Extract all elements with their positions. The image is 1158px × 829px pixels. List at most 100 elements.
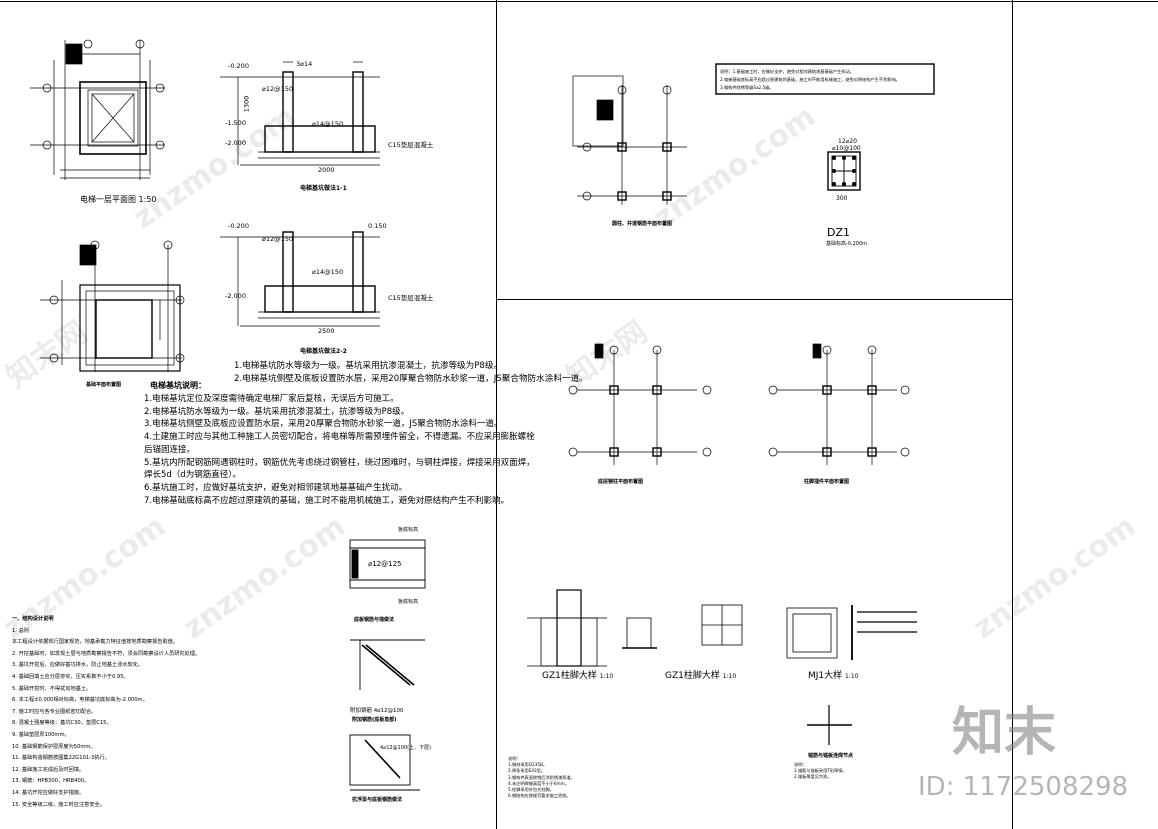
rebar-12-150-a: ⌀12@150 [262,85,294,93]
anchor-notes: 说明： 1.锚筋与锚板采用T形焊接。 2.锚板厚度见大样。 [794,762,847,781]
general-note-11: 10. 基础钢筋保护层厚度为50mm。 [12,743,96,750]
pit-notes-heading: 电梯基坑说明： [150,381,206,390]
elev-m0200-b: -0.200 [228,222,249,230]
elevator-plan-1f [30,39,165,180]
c15-a: C15垫层混凝土 [388,141,434,149]
bottom-label-a: 板底标高 [398,527,419,533]
detail-slab [349,539,426,589]
elev-m2000-a: -2.000 [225,139,246,147]
general-note-13: 12. 基础施工完成后及时回填。 [12,766,85,773]
top-embed-plan-title: 柱脚埋件平面布置图 [804,479,850,485]
pit-note-3: 3.电梯基坑侧壁及底板应设置防水层，采用20厚聚合物防水砂浆一道，JS聚合物防水… [144,419,503,430]
bottom-note-1: 1.钢材采用Q235B。 [508,762,548,768]
mj1-scale: 1:10 [845,673,859,680]
pit-note-1: 1.电梯基坑定位及深度需待确定电梯厂家后复核，无误后方可施工。 [144,394,399,404]
top-embed-plan [768,343,910,465]
anchor-note-2: 2.锚板厚度见大样。 [794,774,832,780]
gz1-b-label: GZ1柱脚大样 [665,671,720,681]
frame-divider-v2 [1012,0,1013,829]
gz1-b-title: GZ1柱脚大样 1:10 [665,668,736,681]
foundation-plan [40,240,185,372]
dz1-stirrup: ⌀10@100 [832,145,861,152]
foundation-plan-title: 基础平面布置图 [86,382,122,388]
bottom-rebar-plan [568,343,712,465]
elev-m1500-a: -1.500 [225,119,246,127]
gz1-a-scale: 1:10 [599,673,614,680]
gz1-detail-a [527,589,607,667]
extra-rebar: 附加钢筋 4⌀12@100 [350,708,404,714]
rebar-12-150-b: ⌀12@150 [262,235,294,243]
bottom-note-0: 说明： [508,756,521,761]
pit-note-5: 5.基坑内所配钢筋网遇钢柱时，钢筋优先考虑绕过钢管柱，绕过困难时，与钢柱焊接，焊… [144,457,535,468]
pit-note-4b: 后锚固连接。 [144,444,196,455]
pit-notes-long: 1.电梯基坑定位及深度需待确定电梯厂家后复核，无误后方可施工。 2.电梯基坑防水… [144,393,535,507]
w2000-a: 2000 [318,166,335,174]
rebar-14-150-b: ⌀14@150 [312,268,344,276]
bottom-notes: 说明： 1.钢材采用Q235B。 2.焊条采用E43型。 3.钢构件表面除锈后涂… [508,756,575,799]
column-plan-title: 圆柱、井道钢筋平面布置图 [612,221,673,227]
general-note-10: 9. 基础垫层厚100mm。 [12,731,70,738]
bottom-note-2: 2.焊条采用E43型。 [508,768,546,774]
plan-1f-title: 电梯一层平面图 1:50 [80,195,157,204]
h1300-a: 1300 [242,95,251,113]
pit-1-1-title: 电梯基坑做法1-1 [300,185,347,192]
dz1-subtitle: 基础标高-0.200m [826,241,867,247]
pit-note-short-1: 1.电梯基坑防水等级为一级。基坑采用抗渗混凝土，抗渗等级为P8级。 [234,361,503,371]
rebar-3c14-a: 3⌀14 [296,60,313,68]
gz1-detail-b [622,604,743,649]
general-note-16: 15. 安全等级二级，施工时应注意安全。 [12,801,105,808]
general-note-5: 4. 基础回填土应分层夯实，压实系数不小于0.95。 [12,673,129,680]
detail-mid-title: 附加钢筋(底板角部) [352,717,397,723]
rebar-14-150-a: ⌀14@150 [312,120,344,128]
pit-note-4: 4.土建施工时应与其他工种施工人员密切配合，将电梯等所需预埋件留全，不得遗漏。不… [144,432,535,443]
bottom-rebar-plan-title: 底层钢柱平面布置图 [598,479,644,485]
section-2-2 [220,231,380,327]
pit-note-6: 6.基坑施工时，应做好基坑支护，避免对相邻建筑地基基础产生扰动。 [144,482,408,493]
pit-note-5b: 焊长5d（d为钢筋直径）。 [144,470,241,481]
right-top-drawings [572,63,935,205]
bottom-label-b: 板底标高 [398,599,419,605]
mj1-label: MJ1大样 [808,671,843,681]
general-note-4: 3. 基坑开挖后，应做好基坑排水，防止地基土浸水软化。 [12,662,144,669]
bottom-note-5: 5.柱脚采用外包式柱脚。 [508,787,554,793]
box-notes: 说明：1.基础施工时，应做好支护，避免对相邻建筑地基基础产生扰动。 2.电梯基础… [720,68,900,93]
bottom-note-3: 3.钢构件表面除锈后涂防锈漆两道。 [508,774,575,780]
general-note-2: 本工程设计依据现行国家规范，地基承载力特征值按地质勘察报告取值。 [12,639,179,646]
gz1-a-label: GZ1柱脚大样 [542,671,597,681]
general-note-15: 14. 基坑开挖应做好支护措施。 [12,789,85,796]
general-note-3: 2. 开挖基础时，如发现土层与地质勘察报告不符，须会同勘察设计人员研究处理。 [12,650,201,657]
brand-logo: 知末 [952,703,1057,763]
corner-rebar: 4⌀12@100(上、下层) [380,745,431,751]
general-note-1: 1. 总则 [12,627,29,634]
general-note-9: 8. 混凝土强度等级：基坑C30，垫层C15。 [12,720,112,727]
pit-note-7: 7.电梯基础底标高不应超过原建筑的基础，施工时不能用机械施工，避免对原结构产生不… [144,495,510,506]
dz1-width: 300 [836,195,848,202]
elev-0150: 0.150 [368,222,387,230]
frame-top [0,1,1158,2]
elev-m2000-b: -2.000 [225,292,246,300]
anchor-node-title: 锚筋与锚板连焊节点 [808,753,854,759]
dz1-section [827,151,861,191]
box-note-3: 3.钢构件除锈等级Sa2.5级。 [720,85,774,91]
general-note-6: 5. 基础开挖时，不得扰动地基土。 [12,685,92,692]
box-note-2: 2.电梯基础底标高不应超过原建筑的基础，施工时不能用机械施工，避免对原结构产生不… [720,77,900,83]
brand-id: ID: 1172508298 [918,772,1129,802]
pit-note-short-2: 2.电梯基坑侧壁及底板设置防水层，采用20厚聚合物防水砂浆一道，JS聚合物防水涂… [234,373,588,384]
general-note-8: 7. 施工时应与各专业图纸密切配合。 [12,708,97,715]
frame-divider-v1 [496,0,497,829]
right-bottom-drawings [527,343,917,745]
mj1-detail [786,605,917,660]
gz1-a-title: GZ1柱脚大样 1:10 [542,668,613,681]
general-notes: 一、结构设计说明 1. 总则 本工程设计依据现行国家规范，地基承载力特征值按地质… [12,614,200,811]
bottom-note-6: 6.钢结构应按规范要求施工验收。 [508,793,571,799]
pit-notes-short: 1.电梯基坑防水等级为一级。基坑采用抗渗混凝土，抗渗等级为P8级。 2.电梯基坑… [234,360,588,385]
detail-corner [350,639,425,690]
left-drawings [30,39,426,791]
gz1-b-scale: 1:10 [722,673,737,680]
section-1-1 [220,61,380,166]
detail-bot-title: 抗浮梁与底板钢筋做法 [352,797,403,803]
elev-m0200-a: -0.200 [228,62,249,70]
general-note-14: 13. 钢筋：HPB300，HRB400。 [12,778,90,785]
bottom-note-4: 4.未注明焊缝高度不小于6mm。 [508,780,569,786]
pit-2-2-title: 电梯基坑做法2-2 [300,348,347,355]
